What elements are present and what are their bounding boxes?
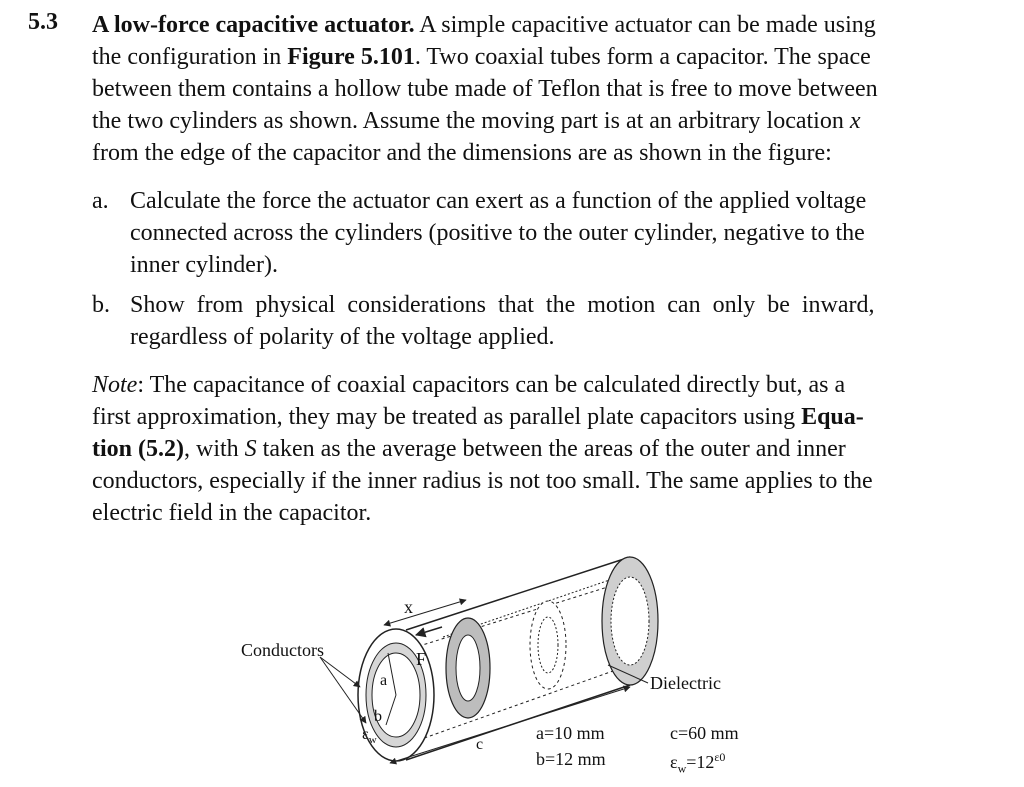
conductors-pointer-2 [319,656,367,724]
dimension-b-text: b=12 mm [536,749,606,769]
item-b-marker: b. [92,292,110,318]
problem-body: A low-force capacitive actuator. A simpl… [92,9,972,529]
actuator-figure: Conductors x F a b εw c Dielectric a=10 … [238,545,798,780]
radius-b-label: b [374,708,382,725]
problem-number: 5.3 [28,9,58,35]
conductors-pointer-1 [319,656,361,688]
problem-title: A low-force capacitive actuator. [92,12,415,38]
note-paragraph: Note: The capacitance of coaxial capacit… [92,372,873,526]
c-dimension-arrow [389,685,631,765]
intro-line-5: from the edge of the capacitor and the d… [92,140,832,166]
dimension-c-text: c=60 mm [670,723,739,743]
dielectric-ring-hole [455,634,481,702]
dielectric-label: Dielectric [650,673,721,693]
x-label: x [404,597,413,617]
middle-dashed-ring [529,600,567,690]
item-a: a. Calculate the force the actuator can … [92,185,972,281]
dielectric-pointer [607,664,649,684]
middle-inner-ring [537,616,559,674]
problem-intro: A low-force capacitive actuator. A simpl… [92,9,972,169]
item-b: b. Show from physical considerations tha… [92,289,972,353]
force-label: F [416,649,427,669]
intro-line-4: the two cylinders as shown. Assume the m… [92,108,861,134]
epsilon-w-label: εw [362,726,377,747]
item-a-marker: a. [92,188,109,214]
radius-a-label: a [380,672,388,689]
intro-line-2: the configuration in Figure 5.101. Two c… [92,44,871,70]
inner-cylinder-top-edge [412,579,631,649]
intro-line-1: A low-force capacitive actuator. A simpl… [92,12,876,38]
actuator-drawing [319,556,659,765]
rear-inner-ring [610,576,650,666]
x-dimension-arrow [383,598,467,627]
dimension-a-text: a=10 mm [536,723,605,743]
epsilon-w-value-text: εw=12ε0 [670,750,726,776]
figure-reference: Figure 5.101 [287,44,415,70]
conductors-label: Conductors [241,640,324,660]
c-label: c [476,736,484,753]
outer-cylinder-top-edge [405,556,631,631]
note-label: Note [92,372,138,398]
force-arrow [414,626,443,638]
intro-line-3: between them contains a hollow tube made… [92,76,878,102]
